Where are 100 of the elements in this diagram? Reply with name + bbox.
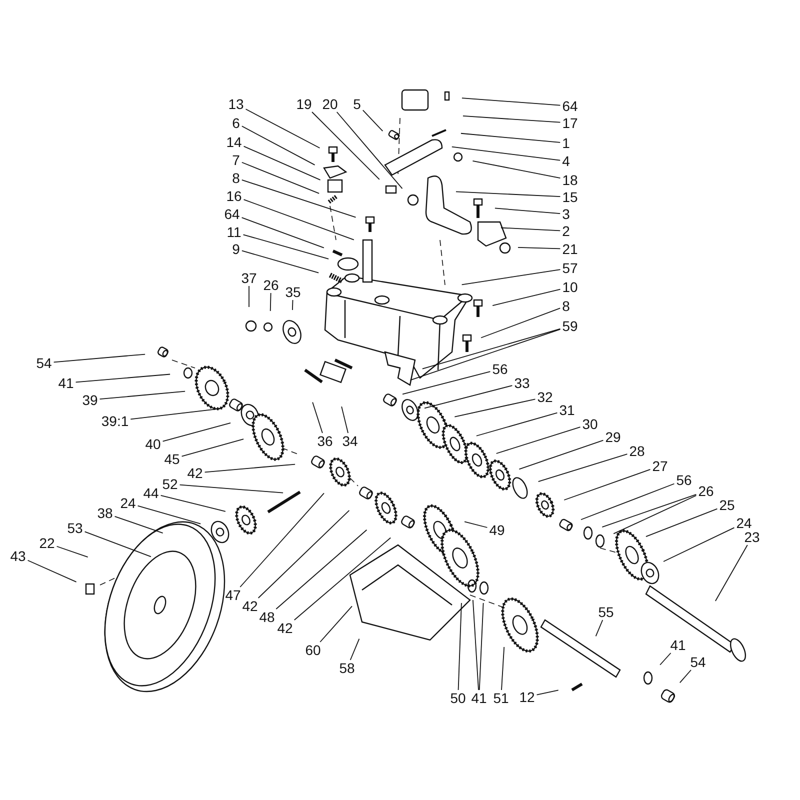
callout-number: 58 [339, 661, 355, 675]
leader-line [99, 390, 186, 400]
leader-line [362, 110, 384, 132]
callout-number: 54 [36, 356, 52, 370]
callout-number: 64 [562, 99, 578, 113]
callout-number: 1 [562, 136, 570, 150]
callout-number: 17 [562, 116, 578, 130]
leader-line [462, 98, 561, 106]
callout-number: 18 [562, 173, 578, 187]
leader-line [114, 516, 164, 534]
callout-number: 50 [450, 691, 466, 705]
leader-line [56, 546, 88, 558]
callout-number: 33 [514, 376, 530, 390]
leader-line [312, 112, 380, 180]
callout-number: 59 [562, 319, 578, 333]
leader-line [241, 126, 316, 166]
leader-line [240, 492, 324, 588]
leader-line [451, 146, 561, 161]
callout-number: 30 [582, 417, 598, 431]
leader-line [518, 247, 561, 250]
callout-number: 5 [353, 97, 361, 111]
callout-number: 51 [493, 691, 509, 705]
callout-number: 21 [562, 242, 578, 256]
leader-line [424, 385, 513, 409]
leader-line [181, 438, 244, 457]
callout-number: 40 [145, 437, 161, 451]
callout-number: 44 [143, 486, 159, 500]
leader-line [456, 191, 561, 197]
callout-number: 32 [537, 390, 553, 404]
callout-number: 24 [120, 496, 136, 510]
callout-number: 60 [305, 643, 321, 657]
leader-line [258, 510, 350, 598]
leader-line [204, 464, 296, 473]
callout-number: 15 [562, 190, 578, 204]
leader-line [454, 398, 536, 418]
callout-number: 34 [342, 434, 358, 448]
leader-line [241, 217, 324, 248]
leader-line [501, 646, 505, 690]
callout-number: 19 [296, 97, 312, 111]
leader-line [320, 606, 352, 642]
callout-number: 28 [629, 444, 645, 458]
leader-line [336, 112, 403, 190]
leader-line [496, 426, 581, 454]
callout-number: 41 [670, 638, 686, 652]
leader-line [312, 402, 323, 434]
callout-number: 38 [97, 506, 113, 520]
callout-number: 39 [82, 393, 98, 407]
leader-line [53, 354, 146, 363]
leader-line [480, 308, 561, 338]
callout-number: 54 [690, 655, 706, 669]
leader-line [660, 652, 672, 666]
leader-line [613, 495, 697, 534]
leader-line [160, 494, 226, 512]
leader-line [243, 146, 321, 180]
leader-line [241, 179, 356, 218]
leader-line [580, 483, 675, 520]
callout-number: 10 [562, 280, 578, 294]
callout-number: 53 [67, 521, 83, 535]
leader-line [595, 620, 604, 637]
leader-line [715, 544, 748, 602]
leader-line [84, 531, 152, 558]
callout-number: 23 [744, 530, 760, 544]
callout-number: 31 [559, 403, 575, 417]
leader-line [646, 508, 718, 537]
callout-number: 11 [226, 225, 242, 239]
callout-number: 27 [652, 459, 668, 473]
callout-number: 52 [162, 477, 178, 491]
callout-number: 37 [241, 271, 257, 285]
leader-line [179, 484, 284, 494]
callout-number: 25 [719, 498, 735, 512]
leader-line [27, 560, 77, 582]
leader-line [679, 670, 692, 684]
leader-line [492, 288, 561, 306]
callout-number: 16 [226, 189, 242, 203]
callout-number: 43 [10, 549, 26, 563]
leader-line [75, 374, 170, 383]
leader-line [536, 690, 559, 696]
leader-line [270, 292, 272, 312]
leader-line [478, 602, 484, 690]
leader-line [458, 602, 462, 690]
leader-line [476, 412, 558, 436]
leader-line [410, 328, 561, 381]
leader-line [460, 132, 561, 143]
callout-number: 42 [277, 621, 293, 635]
callout-number: 29 [605, 430, 621, 444]
callout-number: 35 [285, 285, 301, 299]
leader-line [472, 600, 479, 690]
leader-line [402, 371, 491, 395]
leader-line [242, 234, 330, 260]
leader-line [241, 250, 320, 274]
callout-number: 24 [736, 516, 752, 530]
callout-number: 47 [225, 588, 241, 602]
callout-number: 12 [519, 690, 535, 704]
leader-line [292, 300, 294, 310]
leader-line [422, 328, 561, 370]
leader-line [245, 108, 320, 148]
leader-line [248, 286, 250, 308]
callout-number: 64 [224, 207, 240, 221]
callout-number: 36 [317, 434, 333, 448]
leader-line [276, 529, 368, 610]
